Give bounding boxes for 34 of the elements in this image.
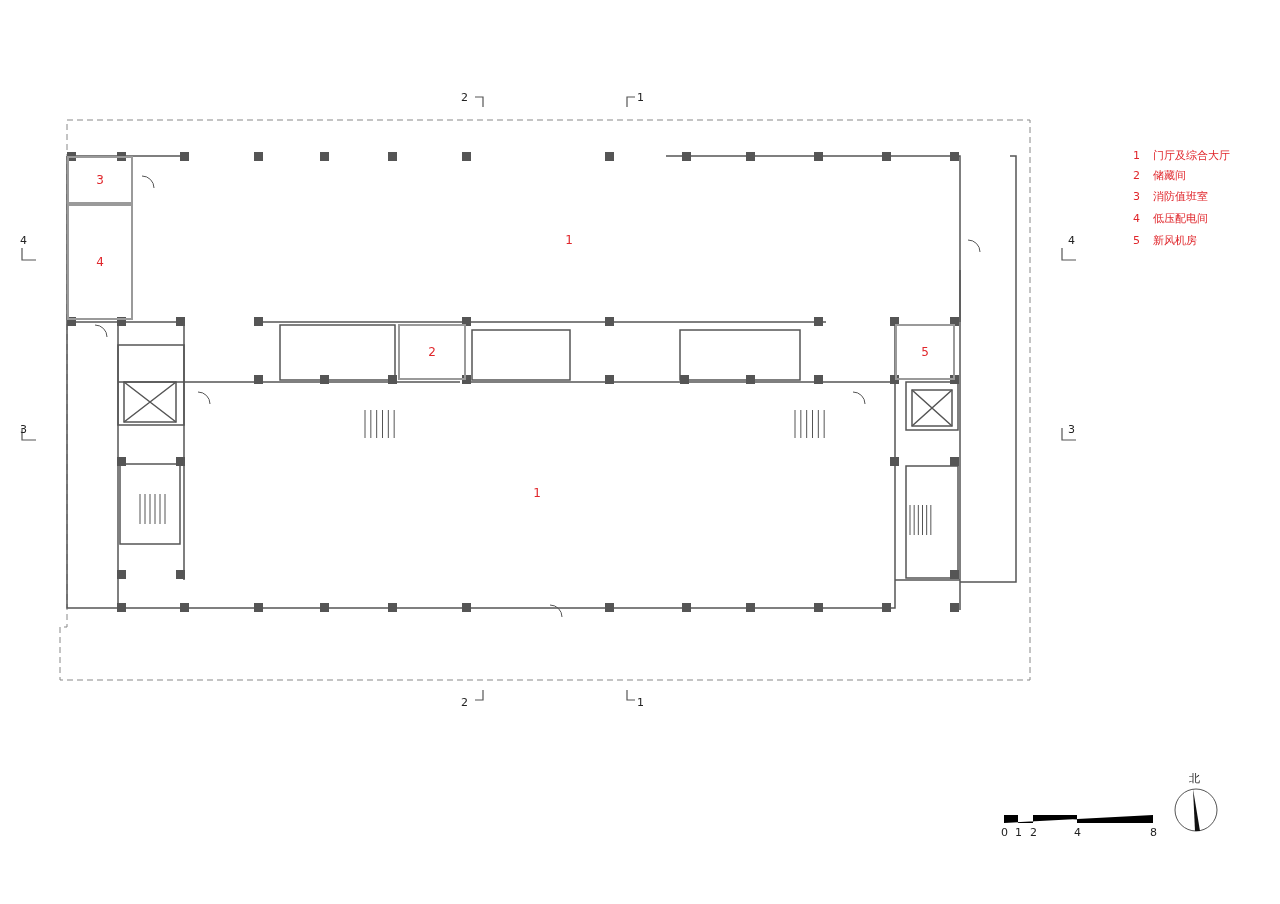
scale-number: 1 bbox=[1015, 827, 1022, 839]
section-mark-number: 1 bbox=[637, 697, 644, 709]
room-number: 5 bbox=[921, 345, 929, 359]
section-mark-number: 3 bbox=[1068, 424, 1075, 436]
north-label: 北 bbox=[1189, 773, 1200, 785]
scale-number: 4 bbox=[1074, 827, 1081, 839]
legend-text: 储藏间 bbox=[1153, 170, 1186, 182]
section-mark-number: 4 bbox=[20, 235, 27, 247]
room-outline bbox=[398, 324, 466, 380]
legend-number: 5 bbox=[1133, 235, 1140, 247]
scale-number: 2 bbox=[1030, 827, 1037, 839]
section-mark-number: 1 bbox=[637, 92, 644, 104]
legend-number: 2 bbox=[1133, 170, 1140, 182]
room-outline bbox=[67, 156, 133, 204]
legend-number: 4 bbox=[1133, 213, 1140, 225]
room-number: 2 bbox=[428, 345, 436, 359]
scale-number: 0 bbox=[1001, 827, 1008, 839]
section-mark-number: 3 bbox=[20, 424, 27, 436]
legend-number: 1 bbox=[1133, 150, 1140, 162]
section-mark-number: 2 bbox=[461, 92, 468, 104]
legend-number: 3 bbox=[1133, 191, 1140, 203]
section-mark-number: 4 bbox=[1068, 235, 1075, 247]
section-mark-number: 2 bbox=[461, 697, 468, 709]
legend-text: 新风机房 bbox=[1153, 235, 1197, 247]
room-number: 1 bbox=[565, 232, 573, 247]
legend-text: 低压配电间 bbox=[1153, 213, 1208, 225]
room-number: 3 bbox=[96, 173, 104, 187]
room-outline bbox=[67, 204, 133, 320]
room-outline bbox=[895, 324, 955, 380]
legend-text: 消防值班室 bbox=[1153, 191, 1208, 203]
room-number: 4 bbox=[96, 255, 104, 269]
scale-number: 8 bbox=[1150, 827, 1157, 839]
room-number: 1 bbox=[533, 486, 541, 500]
legend-text: 门厅及综合大厅 bbox=[1153, 150, 1230, 162]
